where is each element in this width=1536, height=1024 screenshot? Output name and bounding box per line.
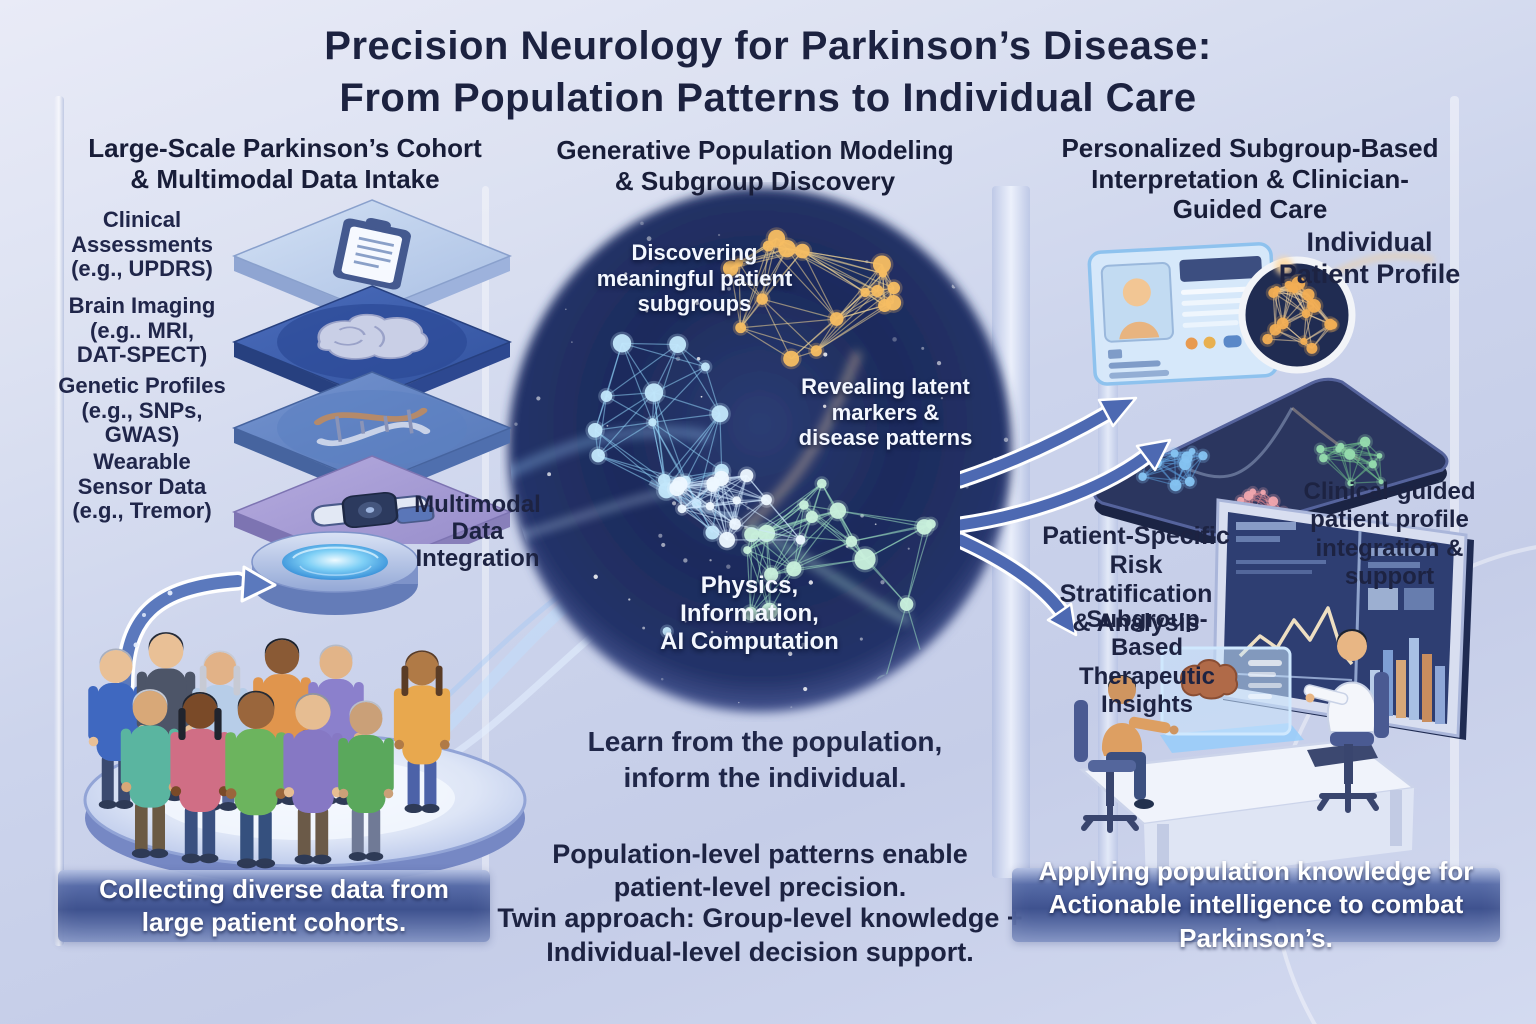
holo-brain-icon [1180,659,1238,700]
lens-orange-cluster [1259,274,1340,357]
dna-icon [313,407,431,446]
arrow-to-insights [960,531,1078,637]
bottom-statement: Population-level patterns enable patient… [552,839,968,902]
oval-label-revealing: Revealing latent markers & disease patte… [798,374,973,451]
magnifier-subgroup-lens [1238,256,1356,374]
right-caption-text: Applying population knowledge for Action… [1038,856,1474,953]
model-to-care-arrows [960,396,1172,637]
oval-label-discovering: Discovering meaningful patient subgroups [596,240,793,317]
clinician-workstation-scene [1074,498,1474,883]
center-column-header: Generative Population Modeling & Subgrou… [556,135,954,196]
data-source-label-genetics: Genetic Profiles (e.g., SNPs, GWAS) [58,373,226,448]
integration-ring [251,531,419,615]
clinical-guided-label: Clinical-guided patient profile integrat… [1303,478,1476,590]
blue-subgroup-cluster [585,331,732,639]
divider-left [54,96,64,946]
individual-profile-label: Individual Patient Profile [1278,227,1461,290]
arrow-to-profile-mid [960,438,1172,534]
patient-profile-card [1087,242,1279,386]
subgroup-map-tablet [1092,377,1449,543]
keyboard [1307,742,1378,767]
bar-chart [1368,548,1445,724]
left-caption-text: Collecting diverse data from large patie… [99,873,449,937]
risk-stratification-label: Patient-Specific Risk Stratification & A… [1042,522,1230,637]
data-source-label-clinical: Clinical Assessments (e.g., UPDRS) [71,207,213,282]
consultant-figure [1074,675,1179,833]
smartwatch-icon [311,491,435,529]
central-ai-network [666,466,808,551]
population-tagline: Learn from the population, inform the in… [587,726,943,794]
patient-cohort-group [83,632,527,884]
data-source-label-wearable: Wearable Sensor Data (e.g., Tremor) [72,449,212,524]
divider-right [1450,96,1459,876]
right-caption-banner: Applying population knowledge for Action… [1012,856,1500,953]
orange-subgroup-cluster [720,227,904,370]
clinician-figure [1303,629,1389,813]
profile-cluster-green [1313,434,1387,489]
arrow-to-profile-top [960,396,1138,489]
brain-icon [317,313,429,360]
page-title: Precision Neurology for Parkinson’s Dise… [324,24,1212,120]
avatar [1119,278,1160,340]
clipboard-icon [333,217,411,290]
population-model-oval [508,188,1012,712]
multimodal-data-stack [232,199,512,544]
therapeutic-insights-label: Subgroup-Based Therapeutic Insights [1078,606,1216,718]
cohort-people [88,632,451,869]
left-caption-banner: Collecting diverse data from large patie… [58,870,490,942]
integration-label: Multimodal Data Integration [414,491,541,572]
holo-brain-screen [1160,646,1304,753]
twin-approach-statement: Twin approach: Group-level knowledge + I… [497,903,1022,967]
data-source-label-imaging: Brain Imaging (e.g.. MRI, DAT-SPECT) [68,293,216,368]
oval-label-computation: Physics, Information, AI Computation [660,572,839,655]
left-column-header: Large-Scale Parkinson’s Cohort & Multimo… [88,133,482,194]
individual-profile-scene [1087,242,1449,543]
right-column-header: Personalized Subgroup-Based Interpretati… [1061,133,1439,225]
